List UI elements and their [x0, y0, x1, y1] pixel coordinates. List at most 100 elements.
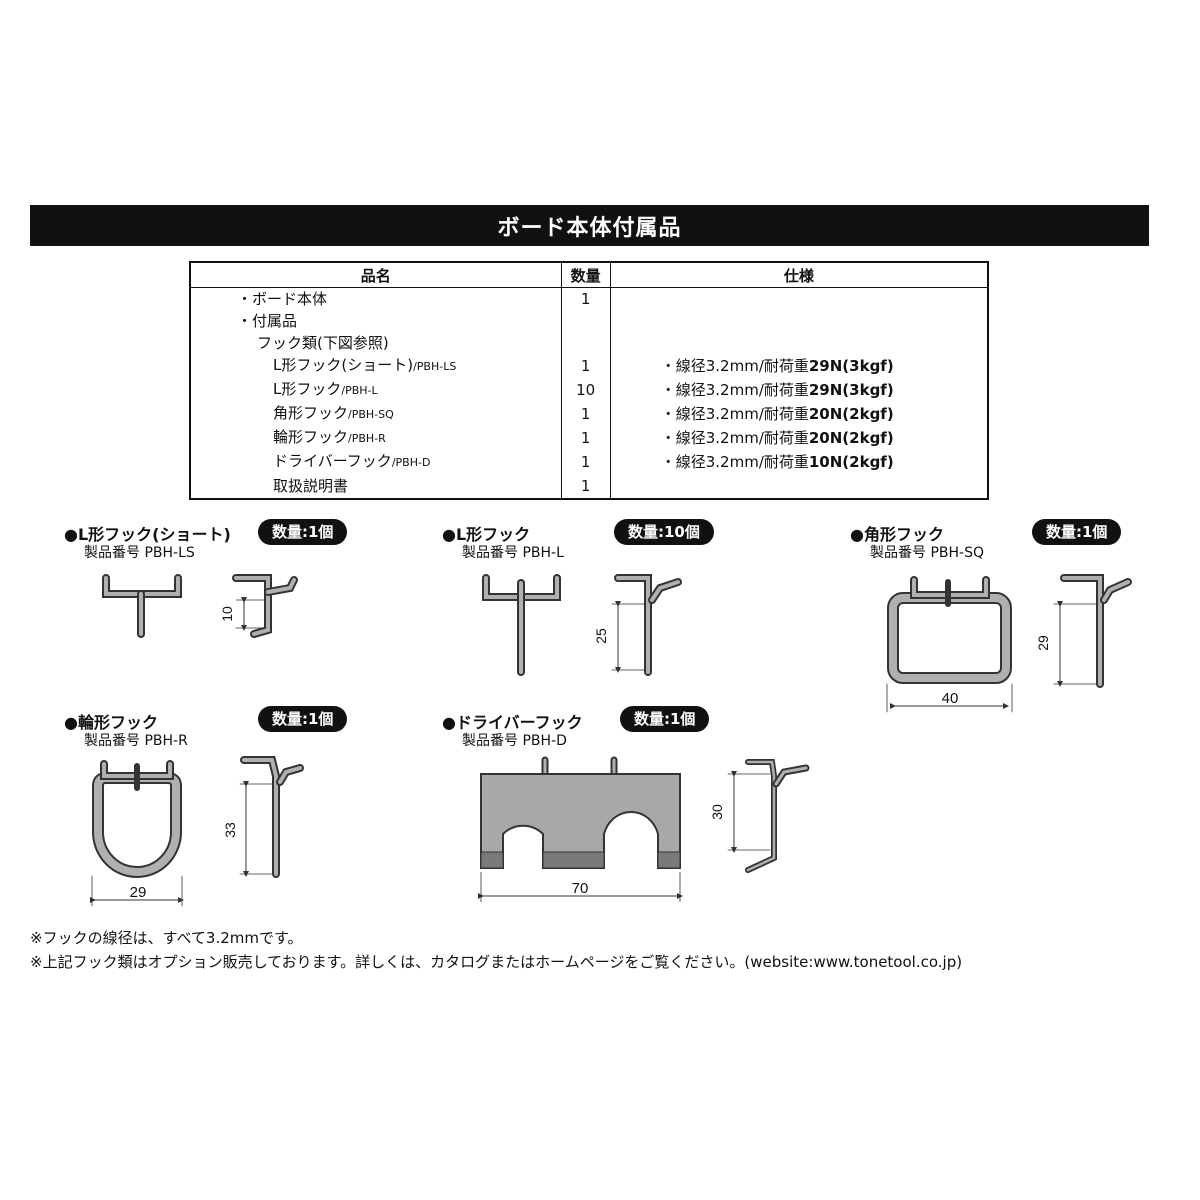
hook-ls-dim-label: 10 [219, 606, 235, 622]
table-row: ・付属品 [189, 310, 989, 332]
row-spec: ・線径3.2mm/耐荷重20N(2kgf) [609, 402, 989, 426]
row-name: フック類(下図参照) [189, 332, 562, 354]
hook-d-front-drawing [478, 756, 683, 902]
hook-ls-qty-badge: 数量:1個 [258, 519, 348, 545]
row-name: ・付属品 [189, 310, 562, 332]
table-row: 角形フック/PBH-SQ 1 ・線径3.2mm/耐荷重20N(2kgf) [189, 402, 989, 426]
hook-sq-code: 製品番号 PBH-SQ [870, 545, 984, 561]
header-spec: 仕様 [609, 261, 989, 288]
row-spec: ・線径3.2mm/耐荷重20N(2kgf) [609, 426, 989, 450]
hook-ls-code: 製品番号 PBH-LS [84, 545, 195, 561]
spec-text: ・線径3.2mm/耐荷重 [660, 429, 809, 447]
row-qty: 1 [560, 287, 611, 310]
hook-d-side-drawing [727, 759, 810, 873]
row-product-code: /PBH-LS [413, 360, 457, 373]
row-name: ・ボード本体 [189, 287, 562, 310]
row-qty: 1 [560, 402, 611, 426]
hook-l-qty-badge: 数量:10個 [614, 519, 714, 545]
row-name: L形フック/PBH-L [189, 378, 562, 402]
row-name-text: フック類(下図参照) [257, 334, 389, 352]
row-qty [560, 310, 611, 332]
header-qty: 数量 [560, 261, 611, 288]
row-spec [609, 332, 989, 354]
row-name-text: ドライバーフック [273, 452, 392, 470]
section-title: ボード本体付属品 [497, 215, 682, 241]
spec-text: ・線径3.2mm/耐荷重 [660, 381, 809, 399]
row-spec: ・線径3.2mm/耐荷重29N(3kgf) [609, 378, 989, 402]
spec-text: ・線径3.2mm/耐荷重 [660, 453, 809, 471]
table-row: 取扱説明書 1 [189, 474, 989, 499]
row-qty: 1 [560, 354, 611, 378]
row-name: ドライバーフック/PBH-D [189, 450, 562, 474]
row-name-text: L形フック [273, 380, 342, 398]
hook-sq-front-drawing [886, 576, 1013, 713]
row-spec [609, 310, 989, 332]
hook-l-dim-label: 25 [593, 628, 609, 644]
row-name: 輪形フック/PBH-R [189, 426, 562, 450]
hook-r-height-label: 33 [222, 822, 238, 838]
hook-r-front-drawing [90, 760, 184, 907]
hook-l-side-drawing [611, 574, 682, 676]
row-name: L形フック(ショート)/PBH-LS [189, 354, 562, 378]
hook-d-height-label: 30 [709, 804, 725, 820]
row-spec: ・線径3.2mm/耐荷重10N(2kgf) [609, 450, 989, 474]
table-row: 輪形フック/PBH-R 1 ・線径3.2mm/耐荷重20N(2kgf) [189, 426, 989, 450]
row-name: 角形フック/PBH-SQ [189, 402, 562, 426]
row-name: 取扱説明書 [189, 474, 562, 499]
note-options: ※上記フック類はオプション販売しております。詳しくは、カタログまたはホームページ… [30, 953, 963, 971]
hook-l-title: ●L形フック [442, 525, 531, 544]
row-spec: ・線径3.2mm/耐荷重29N(3kgf) [609, 354, 989, 378]
header-name: 品名 [189, 261, 562, 288]
row-name-text: L形フック(ショート) [273, 356, 414, 374]
row-qty: 1 [560, 474, 611, 499]
row-name-text: ・付属品 [237, 312, 298, 330]
hook-d-title: ●ドライバーフック [442, 713, 583, 732]
table-row: ・ボード本体 1 [189, 287, 989, 310]
hook-r-code: 製品番号 PBH-R [84, 733, 188, 749]
row-qty: 1 [560, 426, 611, 450]
hook-ls-title: ●L形フック(ショート) [64, 525, 231, 544]
row-name-text: 角形フック [273, 404, 349, 422]
row-product-code: /PBH-D [391, 456, 431, 469]
hook-l-code: 製品番号 PBH-L [462, 545, 564, 561]
row-spec [609, 474, 989, 499]
hook-sq-width-label: 40 [942, 690, 959, 707]
spec-load: 10N(2kgf) [808, 453, 894, 471]
row-qty: 1 [560, 450, 611, 474]
row-product-code: /PBH-R [348, 432, 386, 445]
row-product-code: /PBH-SQ [348, 408, 394, 421]
table-row: L形フック/PBH-L 10 ・線径3.2mm/耐荷重29N(3kgf) [189, 378, 989, 402]
hook-sq-qty-badge: 数量:1個 [1032, 519, 1122, 545]
hook-d-width-label: 70 [572, 880, 589, 897]
row-name-text: 取扱説明書 [273, 477, 349, 495]
accessory-table: 品名 数量 仕様 ・ボード本体 1 ・付属品 フック類(下図参照) L形フック(… [189, 261, 989, 500]
spec-load: 20N(2kgf) [808, 429, 894, 447]
hook-d-qty-badge: 数量:1個 [620, 706, 710, 732]
hook-d-code: 製品番号 PBH-D [462, 733, 567, 749]
row-spec [609, 287, 989, 310]
hook-sq-title: ●角形フック [850, 525, 944, 544]
hook-ls-front-drawing [102, 574, 182, 638]
hook-r-qty-badge: 数量:1個 [258, 706, 348, 732]
spec-load: 20N(2kgf) [808, 405, 894, 423]
spec-load: 29N(3kgf) [808, 381, 894, 399]
table-row: フック類(下図参照) [189, 332, 989, 354]
note-wire-diameter: ※フックの線径は、すべて3.2mmです。 [30, 929, 303, 947]
hook-ls-side-drawing [232, 574, 298, 638]
spec-load: 29N(3kgf) [808, 357, 894, 375]
spec-text: ・線径3.2mm/耐荷重 [660, 357, 809, 375]
hook-r-title: ●輪形フック [64, 713, 158, 732]
row-name-text: ・ボード本体 [237, 290, 328, 308]
table-header-row: 品名 数量 仕様 [189, 261, 989, 288]
table-row: ドライバーフック/PBH-D 1 ・線径3.2mm/耐荷重10N(2kgf) [189, 450, 989, 474]
row-qty: 10 [560, 378, 611, 402]
hook-r-side-drawing [239, 756, 304, 878]
hook-sq-height-label: 29 [1035, 635, 1051, 651]
hook-sq-side-drawing [1053, 574, 1132, 688]
row-qty [560, 332, 611, 354]
section-banner: ボード本体付属品 [30, 205, 1149, 246]
row-name-text: 輪形フック [273, 428, 349, 446]
table-row: L形フック(ショート)/PBH-LS 1 ・線径3.2mm/耐荷重29N(3kg… [189, 354, 989, 378]
row-product-code: /PBH-L [341, 384, 378, 397]
